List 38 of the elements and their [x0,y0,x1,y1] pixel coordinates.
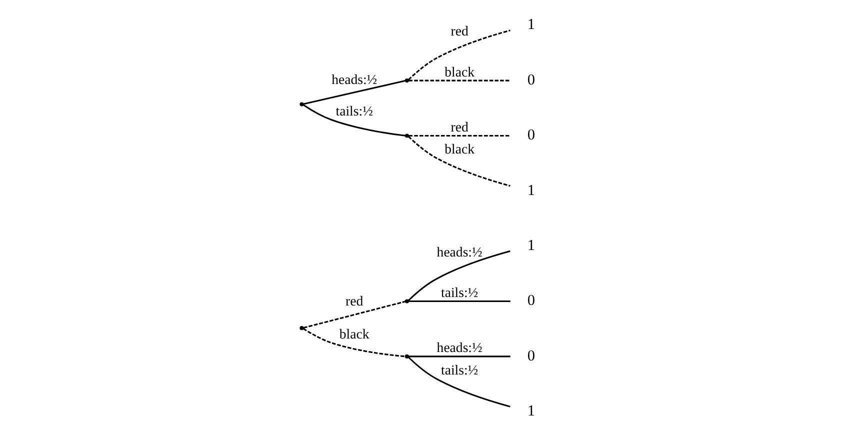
connector [302,300,405,329]
node-text: 1 [526,182,535,199]
connector [302,104,405,136]
node-text: 1 [526,402,535,420]
connector [408,134,510,136]
node-point [299,102,304,106]
connector [408,250,510,302]
connector [408,30,510,80]
edge-label: tails:½ [335,103,372,118]
node-point [404,78,408,83]
node-point [404,299,408,304]
connector [408,356,510,358]
connector [408,136,510,187]
edge-label: heads:½ [331,72,377,87]
node-text: 1 [526,16,535,34]
edge-label: heads:½ [436,340,482,356]
edge-label: tails:½ [440,284,478,300]
connector [302,328,405,358]
node-text: 1 [526,236,535,254]
connector [408,356,510,408]
edge-label: black [338,326,369,342]
node-text: 0 [526,347,535,364]
connector [302,80,405,105]
edge-label: red [450,119,468,134]
edge-label: red [345,293,363,308]
node-text: 0 [526,126,535,144]
node-point [299,326,304,330]
node-text: 0 [526,71,535,88]
node-text: 0 [526,292,535,310]
node-point [404,354,408,358]
connector [408,300,510,302]
edge-label: red [450,24,468,39]
connector [408,80,510,82]
node-point [404,134,408,138]
edge-label: black [444,64,474,80]
edge-label: black [444,142,474,157]
edge-label: heads:½ [436,244,482,260]
edge-label: tails:½ [440,362,478,378]
